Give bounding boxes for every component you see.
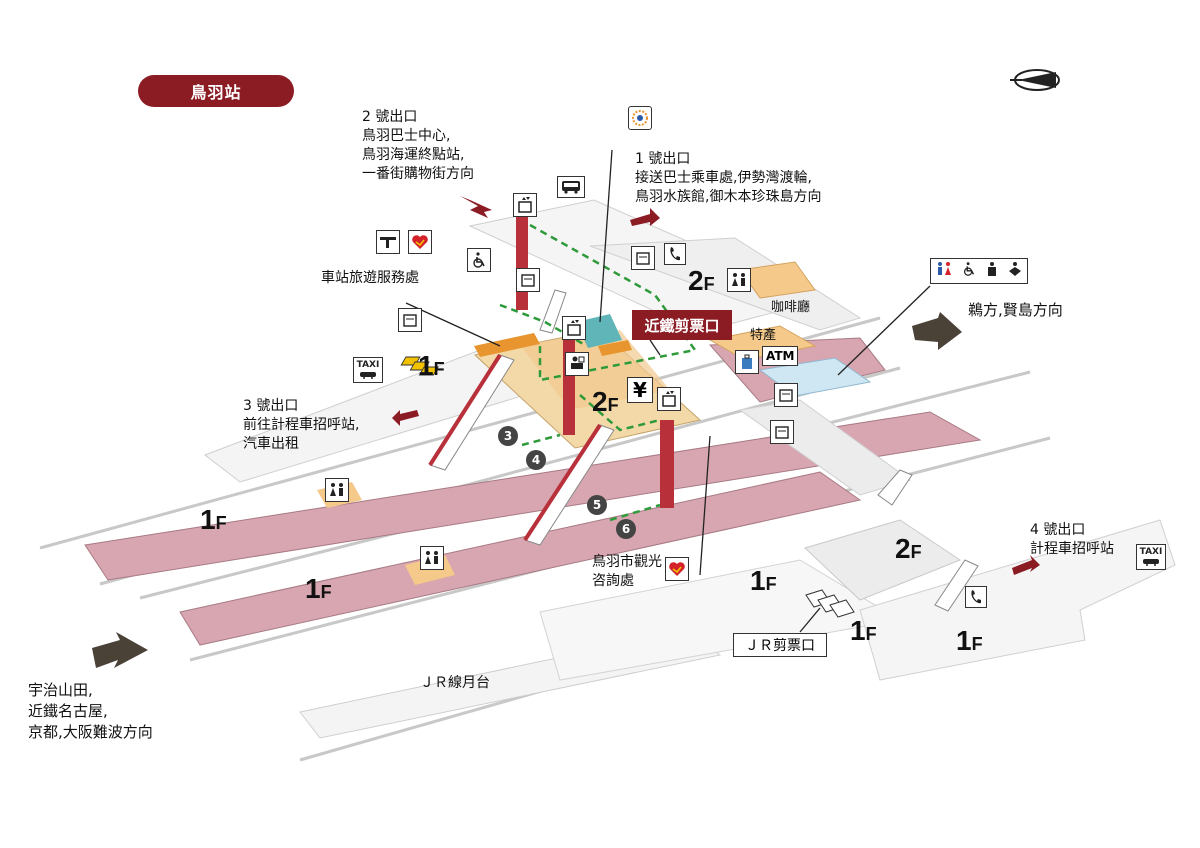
- baby-care-icon: [1007, 261, 1023, 281]
- floor-label-2f: 2F: [592, 386, 619, 417]
- elevator-icon: [513, 193, 537, 217]
- cafe-label: 咖啡廳: [771, 300, 811, 315]
- phone-icon: [965, 586, 987, 608]
- wheelchair-icon: [467, 248, 491, 272]
- floor-label-2f: 2F: [688, 265, 715, 296]
- ostomate-icon: [985, 261, 999, 281]
- platform-number-6: 6: [616, 519, 636, 539]
- taxi-icon-label: TAXI: [1139, 547, 1163, 557]
- yen-icon: ¥: [627, 377, 653, 403]
- locker-icon: [770, 420, 794, 444]
- floor-label-1f: 1F: [418, 350, 445, 381]
- souvenir-label: 特產: [750, 328, 777, 343]
- ticket-office-block: [576, 314, 622, 348]
- pillar-3: [660, 420, 674, 508]
- locker-icon: [398, 308, 422, 332]
- kintetsu-gate-markers: [400, 356, 439, 376]
- info-heart-icon: [408, 230, 432, 254]
- platform-number-4: 4: [526, 450, 546, 470]
- tourist-service-label: 車站旅遊服務處: [321, 270, 419, 286]
- concourse-2f-east-deck: [804, 519, 962, 601]
- taxi-icon: TAXI: [353, 357, 383, 383]
- sun-logo-icon: [628, 106, 652, 130]
- taxi-icon-label: TAXI: [356, 360, 380, 370]
- arrow-east: [912, 312, 962, 350]
- locker-icon: [631, 246, 655, 270]
- phone-icon: [664, 243, 686, 265]
- baggage-icon: [735, 350, 759, 374]
- north-arrow-icon: [1010, 69, 1060, 91]
- floor-label-1f: 1F: [305, 573, 332, 604]
- platform-2: [179, 471, 862, 646]
- wheelchair-icon: [961, 261, 977, 281]
- floor-label-1f: 1F: [850, 615, 877, 646]
- platform-number-3: 3: [498, 426, 518, 446]
- stairs: [429, 289, 979, 612]
- locker-icon: [774, 383, 798, 407]
- elevator-icon: [657, 387, 681, 411]
- restroom-icon: [727, 268, 751, 292]
- restroom-icon: [420, 546, 444, 570]
- station-title: 鳥羽站: [138, 75, 294, 107]
- jr-gate-markers: [805, 589, 855, 618]
- exit-1-label: 1 號出口 接送巴士乘車處,伊勢灣渡輪, 鳥羽水族館,御木本珍珠島方向: [635, 151, 822, 205]
- bus-icon: [557, 176, 585, 198]
- stair-rails: [428, 353, 602, 542]
- concourse-1f-east: [859, 519, 1176, 681]
- east-direction-label: 鵜方,賢島方向: [968, 301, 1063, 319]
- floor-label-2f: 2F: [895, 533, 922, 564]
- taxi-icon: TAXI: [1136, 544, 1166, 570]
- platform-1: [84, 411, 982, 581]
- toilet-icon: [935, 261, 953, 281]
- arrow-west: [92, 632, 148, 668]
- jr-gate-label: ＪＲ剪票口: [733, 633, 827, 657]
- floor-label-1f: 1F: [750, 565, 777, 596]
- cafe-area: [739, 261, 816, 299]
- orange-service-block: [474, 333, 540, 357]
- pillar-1: [516, 215, 528, 310]
- kintetsu-gate-label: 近鐵剪票口: [632, 310, 732, 340]
- platform-number-5: 5: [587, 495, 607, 515]
- exit-2-label: 2 號出口 鳥羽巴士中心, 鳥羽海運終點站, 一番街購物街方向: [362, 109, 474, 182]
- orange-block-right: [598, 340, 632, 356]
- west-direction-label: 宇治山田, 近鐵名古屋, 京都,大阪難波方向: [28, 681, 153, 741]
- restroom-icon: [325, 478, 349, 502]
- floor-label-1f: 1F: [956, 625, 983, 656]
- ticket-office-icon: [376, 230, 400, 254]
- locker-icon: [516, 268, 540, 292]
- jr-platform-label: ＪＲ線月台: [420, 675, 490, 691]
- elevator-icon: [562, 316, 586, 340]
- exit-3-label: 3 號出口 前往計程車招呼站, 汽車出租: [243, 398, 360, 452]
- info-heart-icon: [665, 557, 689, 581]
- exit-4-label: 4 號出口 計程車招呼站: [1030, 522, 1114, 557]
- direction-arrows: [392, 196, 1040, 575]
- floor-label-1f: 1F: [200, 504, 227, 535]
- concourse-2f-east: [589, 237, 862, 331]
- tourist-info-label: 鳥羽市觀光 咨詢處: [592, 554, 662, 589]
- staff-desk-icon: [565, 352, 589, 376]
- atm-label: ATM: [762, 346, 799, 366]
- restroom-facilities-strip: [930, 258, 1028, 284]
